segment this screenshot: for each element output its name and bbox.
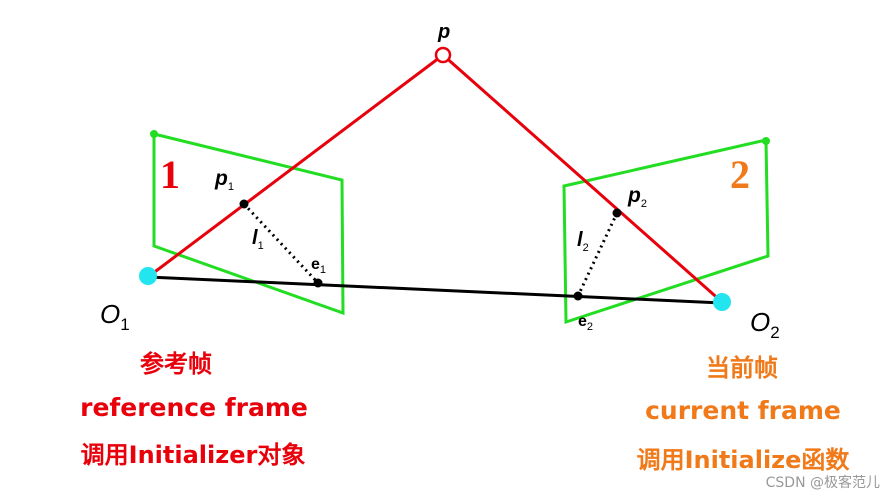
ray-o2-p (442, 53, 723, 304)
label-e2: e2 (578, 313, 593, 333)
label-o1: O1 (100, 299, 130, 334)
point-p2 (612, 208, 622, 218)
caption-right-line3: 调用Initialize函数 (637, 446, 851, 474)
label-p1: p1 (214, 167, 234, 193)
epipolar-line-2 (576, 212, 619, 297)
baseline (147, 275, 723, 305)
point-e2 (573, 291, 583, 301)
label-l2: l2 (577, 229, 589, 254)
plane-2-corner-dot (762, 137, 770, 145)
label-e1: e1 (311, 256, 326, 276)
point-p (434, 46, 452, 64)
caption-right-line1: 当前帧 (706, 354, 778, 382)
epipolar-line-1 (242, 202, 320, 285)
caption-left-line1: 参考帧 (140, 350, 212, 378)
ray-o1-p (147, 53, 444, 279)
label-l1: l1 (252, 227, 264, 252)
label-o2: O2 (750, 307, 780, 342)
csdn-watermark: CSDN @极客范儿 (766, 474, 880, 491)
label-p2: p2 (627, 184, 647, 210)
caption-right-line2: current frame (645, 396, 841, 425)
caption-left-line2: reference frame (80, 393, 308, 422)
point-e1 (313, 278, 323, 288)
plane-1-corner-dot (150, 130, 158, 138)
image-plane-1 (152, 132, 345, 316)
caption-left-line3: 调用Initializer对象 (81, 441, 306, 469)
label-p: p (437, 21, 450, 43)
camera-center-o2 (713, 293, 731, 311)
point-p1 (239, 199, 249, 209)
frame-2-number: 2 (730, 152, 750, 197)
frame-1-number: 1 (160, 152, 180, 197)
camera-center-o1 (139, 267, 157, 285)
image-plane-2 (562, 138, 770, 325)
